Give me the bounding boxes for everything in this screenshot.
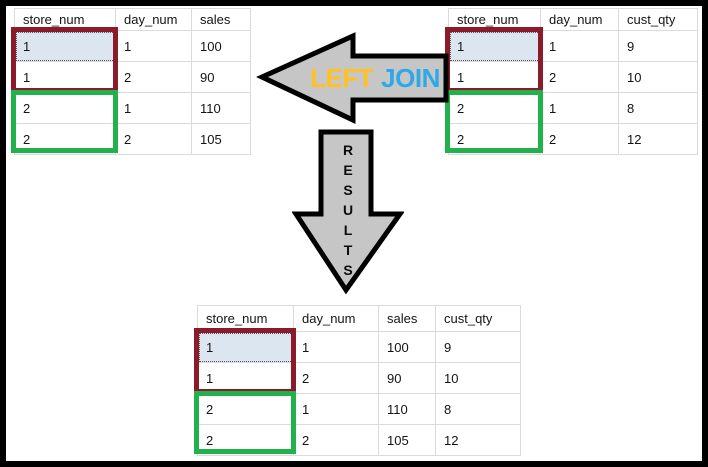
column-header-store-num: store_num <box>14 8 116 31</box>
left-source-table: store_num day_num sales 1 1 100 1 2 90 2 <box>11 8 251 155</box>
result-grid: store_num day_num sales cust_qty 1 1 100… <box>197 305 521 456</box>
selected-cell: 1 <box>14 30 116 62</box>
column-header-day-num: day_num <box>115 8 192 31</box>
header-row: store_num day_num cust_qty <box>448 8 698 31</box>
header-row: store_num day_num sales <box>14 8 251 31</box>
table-cell: 2 <box>448 123 541 155</box>
table-cell: 8 <box>435 393 521 425</box>
column-header-cust-qty: cust_qty <box>618 8 698 31</box>
table-row: 1 1 100 9 <box>197 331 521 363</box>
left-word: LEFT <box>310 62 374 93</box>
column-header-day-num: day_num <box>540 8 619 31</box>
table-cell: 90 <box>378 362 436 394</box>
column-header-sales: sales <box>378 305 436 332</box>
table-cell: 2 <box>448 92 541 124</box>
results-letter: S <box>343 182 353 198</box>
table-cell: 1 <box>293 393 379 425</box>
table-cell: 2 <box>293 362 379 394</box>
table-cell: 2 <box>14 123 116 155</box>
selected-cell: 1 <box>448 30 541 62</box>
results-letter: U <box>342 202 354 218</box>
table-cell: 12 <box>618 123 698 155</box>
table-cell: 1 <box>115 92 192 124</box>
table-cell: 2 <box>115 123 192 155</box>
table-row: 2 1 110 8 <box>197 393 521 425</box>
table-cell: 2 <box>540 123 619 155</box>
table-row: 1 2 10 <box>448 61 698 93</box>
left-join-arrow: LEFT JOIN <box>256 30 450 124</box>
results-letter: S <box>343 262 353 278</box>
table-cell: 2 <box>14 92 116 124</box>
table-cell: 100 <box>378 331 436 363</box>
column-header-sales: sales <box>191 8 251 31</box>
results-letter: E <box>343 162 353 178</box>
table-cell: 1 <box>540 92 619 124</box>
table-cell: 2 <box>540 61 619 93</box>
table-row: 2 1 110 <box>14 92 251 124</box>
table-row: 2 2 105 12 <box>197 424 521 456</box>
column-header-cust-qty: cust_qty <box>435 305 521 332</box>
left-arrow-shape <box>256 32 449 124</box>
table-cell: 1 <box>448 61 541 93</box>
table-cell: 105 <box>378 424 436 456</box>
right-source-table: store_num day_num cust_qty 1 1 9 1 2 10 … <box>445 8 698 155</box>
table-cell: 9 <box>618 30 698 62</box>
table-cell: 10 <box>618 61 698 93</box>
sales-grid: store_num day_num sales 1 1 100 1 2 90 2 <box>14 8 251 155</box>
cust-qty-grid: store_num day_num cust_qty 1 1 9 1 2 10 … <box>448 8 698 155</box>
table-row: 1 1 100 <box>14 30 251 62</box>
table-cell: 1 <box>115 30 192 62</box>
results-arrow-label: R E S U L T S <box>292 128 404 294</box>
join-arrow-label: LEFT JOIN <box>302 56 448 100</box>
table-cell: 110 <box>191 92 251 124</box>
table-row: 2 2 12 <box>448 123 698 155</box>
table-cell: 90 <box>191 61 251 93</box>
header-row: store_num day_num sales cust_qty <box>197 305 521 332</box>
column-header-store-num: store_num <box>448 8 541 31</box>
results-letter: T <box>343 242 353 258</box>
table-cell: 2 <box>293 424 379 456</box>
table-cell: 10 <box>435 362 521 394</box>
results-letter: R <box>342 142 354 158</box>
join-result-table: store_num day_num sales cust_qty 1 1 100… <box>194 305 521 456</box>
table-cell: 1 <box>540 30 619 62</box>
table-cell: 9 <box>435 331 521 363</box>
selected-cell: 1 <box>197 331 294 363</box>
column-header-store-num: store_num <box>197 305 294 332</box>
results-arrow: R E S U L T S <box>292 128 404 294</box>
table-row: 2 2 105 <box>14 123 251 155</box>
table-cell: 8 <box>618 92 698 124</box>
table-row: 2 1 8 <box>448 92 698 124</box>
table-cell: 1 <box>14 61 116 93</box>
results-letter: L <box>343 222 353 238</box>
down-arrow-shape <box>292 129 404 294</box>
table-cell: 100 <box>191 30 251 62</box>
table-cell: 12 <box>435 424 521 456</box>
table-row: 1 2 90 10 <box>197 362 521 394</box>
table-cell: 105 <box>191 123 251 155</box>
table-cell: 2 <box>197 424 294 456</box>
table-row: 1 2 90 <box>14 61 251 93</box>
column-header-day-num: day_num <box>293 305 379 332</box>
table-cell: 2 <box>197 393 294 425</box>
table-cell: 2 <box>115 61 192 93</box>
table-row: 1 1 9 <box>448 30 698 62</box>
table-cell: 110 <box>378 393 436 425</box>
table-cell: 1 <box>293 331 379 363</box>
join-word: JOIN <box>381 62 440 93</box>
table-cell: 1 <box>197 362 294 394</box>
